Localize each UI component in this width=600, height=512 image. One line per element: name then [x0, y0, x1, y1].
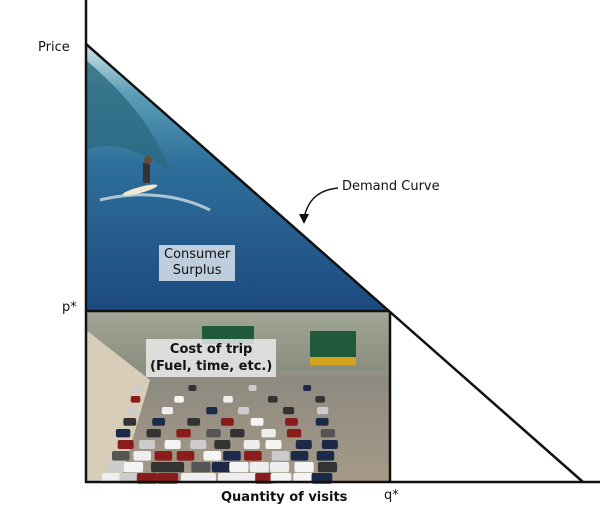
surfer: [122, 156, 158, 196]
car: [164, 440, 181, 449]
car: [191, 462, 211, 473]
car: [123, 418, 137, 426]
cost-of-trip-label: Cost of trip (Fuel, time, etc.): [146, 339, 277, 377]
car: [230, 429, 245, 438]
car: [320, 429, 336, 438]
q-star-label: q*: [384, 488, 399, 503]
car: [211, 462, 232, 473]
wave: [86, 60, 170, 170]
consumer-surplus-label: Consumer Surplus: [159, 245, 236, 281]
car: [174, 396, 184, 403]
car: [106, 462, 126, 473]
demand-curve: [85, 43, 584, 483]
car: [223, 451, 241, 461]
car: [248, 385, 257, 391]
car: [133, 385, 142, 391]
car: [286, 429, 302, 438]
highway-sign: [310, 331, 356, 357]
overpass: [86, 330, 150, 482]
car: [146, 429, 161, 438]
y-axis-label: Price: [38, 40, 70, 55]
demand-curve-label: Demand Curve: [342, 179, 440, 194]
car: [315, 418, 329, 426]
car: [303, 385, 312, 391]
surfer-head: [144, 156, 152, 164]
surfer-body: [143, 163, 150, 183]
demand-curve-arrow: [303, 187, 339, 219]
car: [271, 451, 290, 461]
car: [249, 462, 269, 473]
car: [123, 462, 144, 473]
car: [267, 396, 278, 403]
car: [316, 451, 335, 461]
car: [269, 462, 290, 473]
car: [188, 385, 197, 391]
consumer-surplus-line1: Consumer: [164, 247, 231, 262]
car: [285, 418, 298, 426]
car: [265, 440, 282, 449]
wave-foam: [99, 193, 211, 212]
car: [290, 451, 309, 461]
car: [111, 451, 130, 461]
x-axis-label: Quantity of visits: [221, 490, 348, 505]
car: [133, 451, 152, 461]
car: [317, 462, 338, 473]
surfboard: [122, 184, 158, 196]
car: [294, 462, 314, 473]
car: [176, 451, 195, 461]
car: [154, 451, 173, 461]
car: [164, 462, 185, 473]
cost-of-trip-line1: Cost of trip: [169, 342, 253, 357]
car: [250, 418, 264, 426]
car: [161, 407, 173, 415]
car: [321, 440, 338, 449]
car: [282, 407, 295, 415]
car: [139, 440, 156, 449]
car: [115, 429, 131, 438]
car: [190, 440, 207, 449]
car: [203, 451, 222, 461]
car: [223, 396, 233, 403]
car: [295, 440, 312, 449]
car: [244, 451, 262, 461]
car: [206, 407, 218, 415]
car: [206, 429, 221, 438]
car: [315, 396, 325, 403]
consumer-surplus-line2: Surplus: [172, 263, 222, 278]
car: [237, 407, 250, 415]
car: [187, 418, 201, 426]
car: [317, 407, 329, 415]
car: [152, 418, 166, 426]
car: [243, 440, 260, 449]
exit-sign: [310, 357, 356, 365]
car: [220, 418, 234, 426]
car: [130, 396, 141, 403]
cars: [101, 385, 338, 484]
p-star-label: p*: [62, 300, 77, 315]
car: [117, 440, 134, 449]
cost-of-trip-line2: (Fuel, time, etc.): [150, 359, 273, 374]
car: [261, 429, 276, 438]
car: [176, 429, 191, 438]
car: [214, 440, 231, 449]
arrowhead-icon: [299, 214, 309, 224]
car: [229, 462, 249, 473]
car: [126, 407, 138, 415]
